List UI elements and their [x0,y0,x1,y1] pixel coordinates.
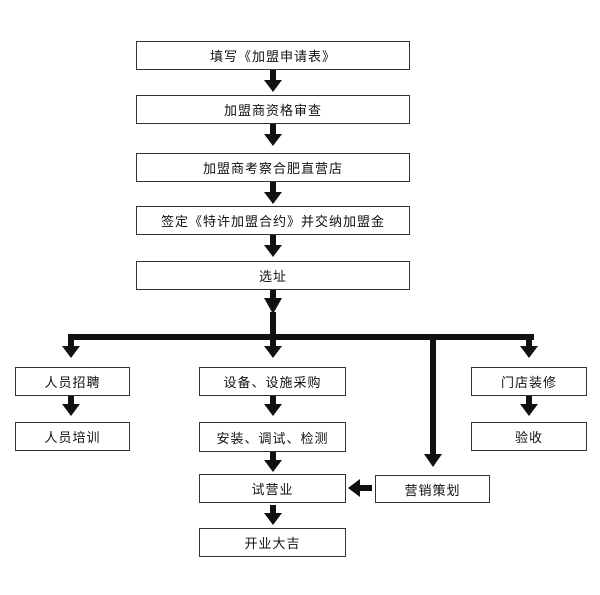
arrow-fill-to-review [264,70,282,92]
arrow-to-marketing [424,338,442,467]
step-training-label: 人员培训 [44,431,101,446]
arrow-recruitment-to-training [62,396,80,416]
step-equipment-purchase-label: 设备、设施采购 [223,376,322,391]
arrow-installation-to-trial [264,452,282,472]
arrow-to-decoration [520,338,538,358]
step-store-decoration: 门店装修 [471,367,587,396]
arrow-review-to-inspect [264,124,282,146]
branch-stem [270,312,276,338]
step-recruitment-label: 人员招聘 [44,376,101,391]
arrow-sign-to-site [264,235,282,257]
step-site-selection-label: 选址 [258,270,287,285]
step-marketing-plan: 营销策划 [375,475,490,503]
step-sign-contract: 签定《特许加盟合约》并交纳加盟金 [136,206,410,235]
step-fill-form-label: 填写《加盟申请表》 [209,50,336,65]
step-inspect-store: 加盟商考察合肥直营店 [136,153,410,182]
arrow-marketing-to-trial [348,479,372,497]
step-site-selection: 选址 [136,261,410,290]
step-marketing-plan-label: 营销策划 [404,483,461,499]
step-acceptance: 验收 [471,422,587,451]
step-installation-label: 安装、调试、检测 [216,431,329,447]
arrow-to-recruitment [62,338,80,358]
step-qualification-review-label: 加盟商资格审查 [223,104,322,119]
branch-bar [68,334,534,340]
step-qualification-review: 加盟商资格审查 [136,95,410,124]
step-inspect-store-label: 加盟商考察合肥直营店 [202,162,343,177]
step-grand-opening-label: 开业大吉 [244,537,301,552]
arrow-trial-to-opening [264,505,282,525]
arrow-decoration-to-acceptance [520,396,538,416]
step-installation: 安装、调试、检测 [199,422,346,452]
step-fill-form: 填写《加盟申请表》 [136,41,410,70]
step-store-decoration-label: 门店装修 [500,376,557,391]
arrow-equipment-to-installation [264,396,282,416]
arrow-site-down [264,290,282,314]
step-recruitment: 人员招聘 [15,367,130,396]
arrow-to-equipment [264,338,282,358]
step-grand-opening: 开业大吉 [199,528,346,557]
step-acceptance-label: 验收 [514,431,543,446]
arrow-inspect-to-sign [264,182,282,204]
step-training: 人员培训 [15,422,130,451]
step-trial-operation-label: 试营业 [251,483,294,498]
step-equipment-purchase: 设备、设施采购 [199,367,346,396]
step-trial-operation: 试营业 [199,474,346,503]
step-sign-contract-label: 签定《特许加盟合约》并交纳加盟金 [160,215,385,230]
